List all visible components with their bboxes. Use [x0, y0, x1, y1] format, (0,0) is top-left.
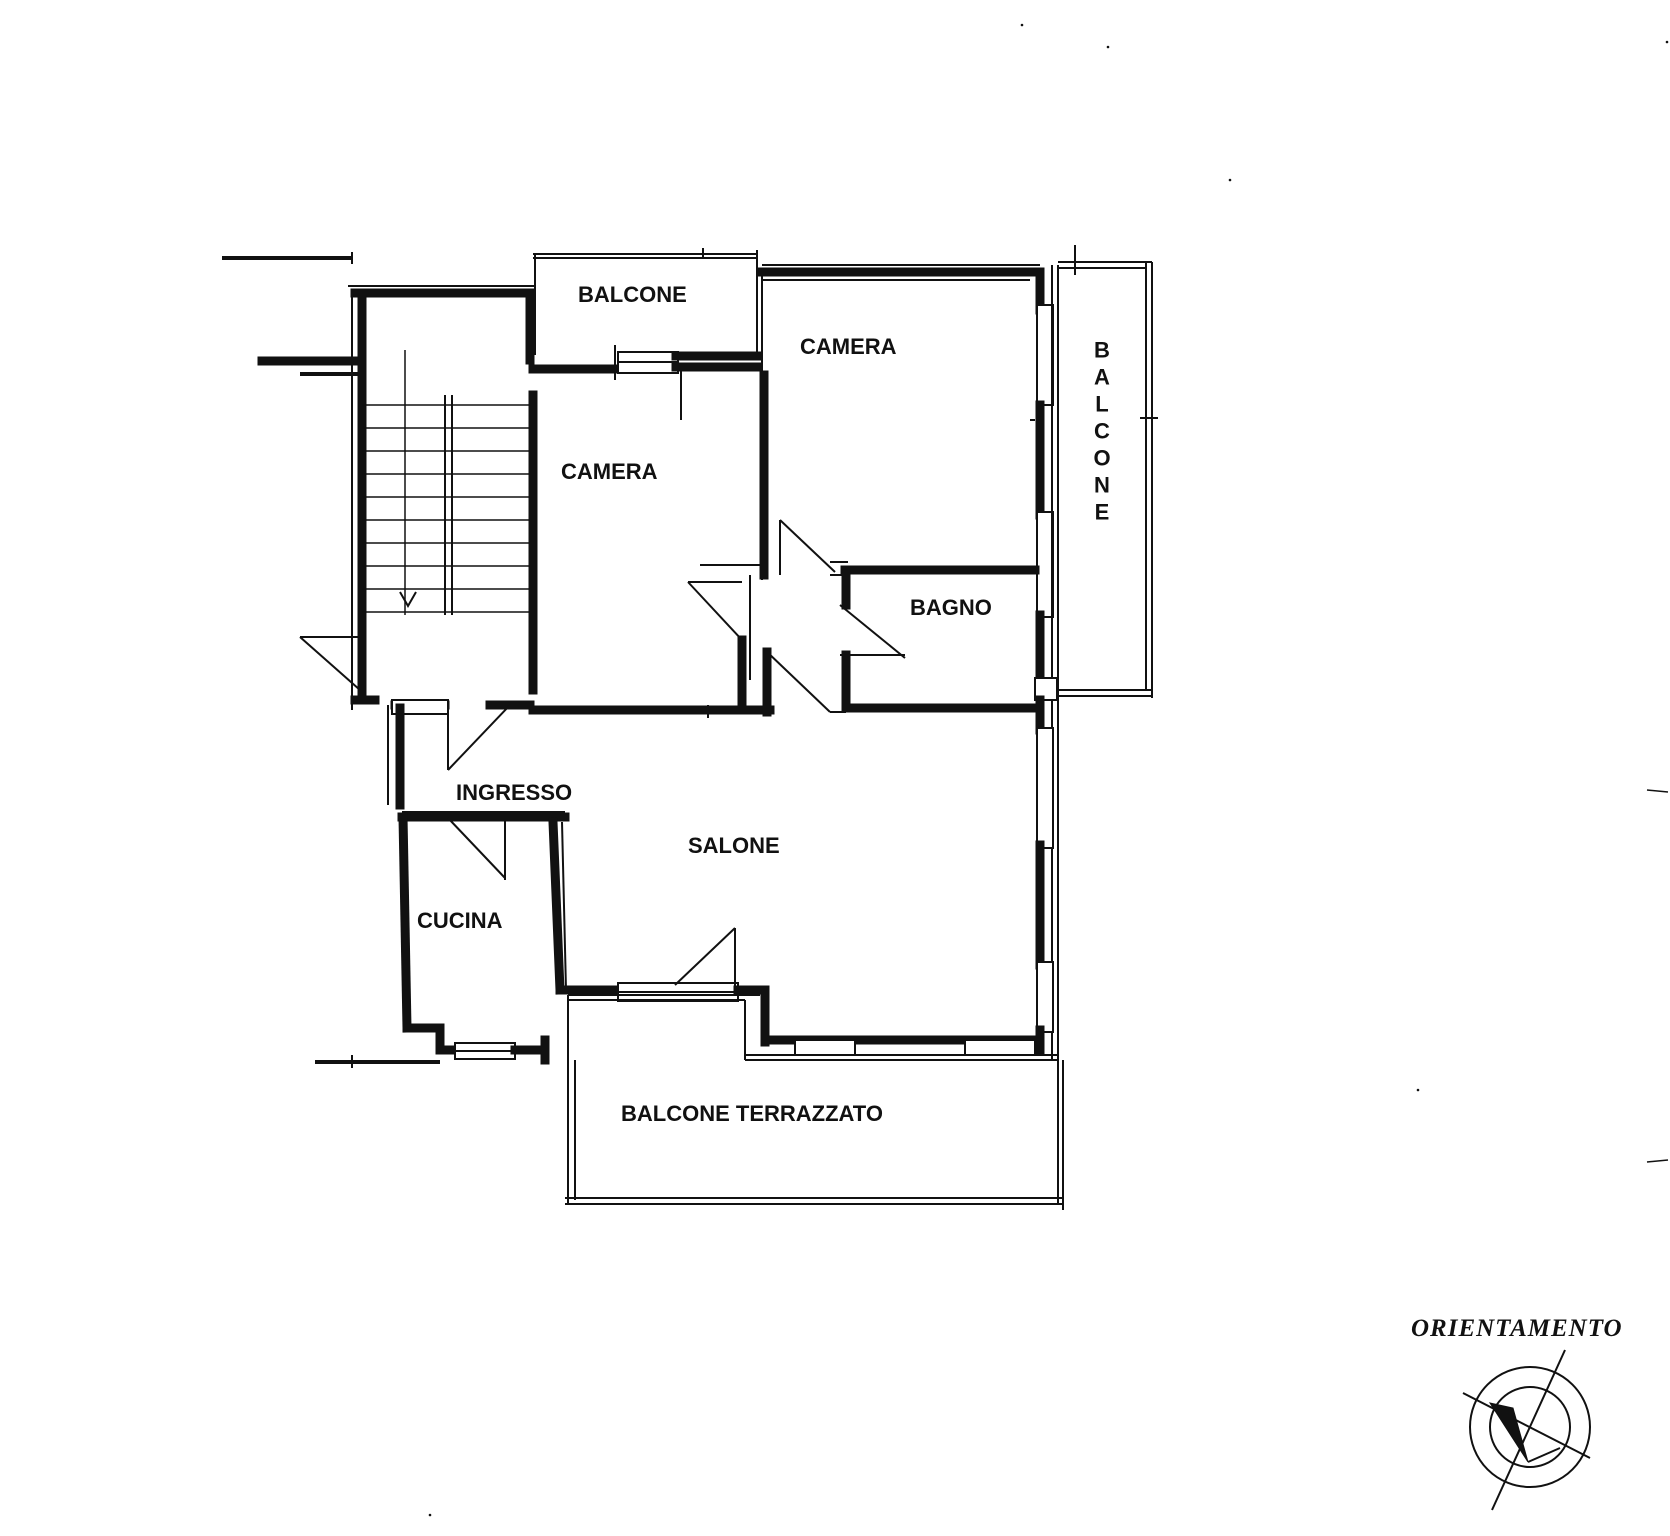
- room-label-cucina: CUCINA: [417, 908, 503, 933]
- room-label-bagno: BAGNO: [910, 595, 992, 620]
- camera-left-walls: [528, 564, 775, 718]
- compass-rose-icon: [1462, 1349, 1591, 1511]
- room-label-balcone-terrazzato: BALCONE TERRAZZATO: [621, 1101, 883, 1126]
- camera-left-top-wall: [528, 345, 762, 420]
- balcone-terrazzato-structure: [565, 1060, 1064, 1210]
- camera-right-walls: [757, 264, 1059, 1060]
- cucina-walls: [397, 811, 570, 1065]
- ingresso-walls: [387, 699, 511, 810]
- room-label-ingresso: INGRESSO: [456, 780, 572, 805]
- site-lines: [222, 252, 440, 1068]
- balcone-right-structure: [1058, 245, 1158, 698]
- salone-right-wall: [1034, 677, 1058, 1055]
- balcone-top-structure: [533, 248, 758, 355]
- scan-specks: [428, 23, 1669, 1517]
- stair-treads: [362, 350, 530, 615]
- room-label-balcone-right: BALCONE: [1090, 338, 1115, 527]
- room-label-balcone-top: BALCONE: [578, 282, 687, 307]
- salone-bottom-wall: [555, 927, 1058, 1061]
- room-label-camera-top-right: CAMERA: [800, 334, 897, 359]
- compass: ORIENTAMENTO: [1411, 1315, 1623, 1511]
- bagno-walls: [764, 519, 1045, 713]
- room-label-salone: SALONE: [688, 833, 780, 858]
- room-label-camera-left: CAMERA: [561, 459, 658, 484]
- compass-title: ORIENTAMENTO: [1411, 1315, 1623, 1342]
- stairwell: [299, 285, 538, 710]
- stair-down-arrow-icon: [399, 591, 417, 609]
